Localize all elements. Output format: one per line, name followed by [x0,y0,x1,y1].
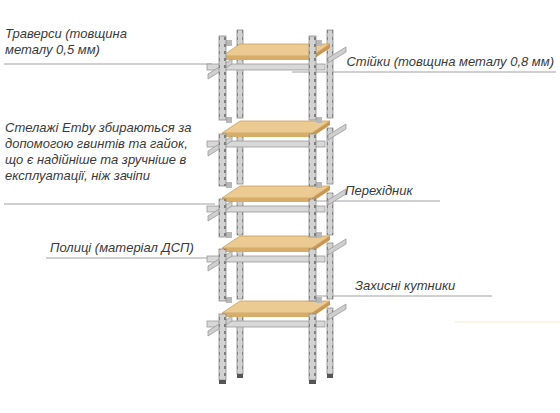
callout-label: Траверси (товщина металу 0,5 мм) [5,26,170,58]
front-posts [219,36,316,380]
label-text: Захисні кутники [355,278,505,294]
callout-label: Захисні кутники [355,278,505,294]
label-text: Траверси (товщина металу 0,5 мм) [5,26,170,58]
label-text: Перехідник [345,183,465,199]
callout-label: Стійки (товщина металу 0,8 мм) [339,54,554,70]
callout-label: Стелажі Emby збираються за допомогою гви… [5,120,205,184]
leader-lines [4,64,556,296]
label-text: Стійки (товщина металу 0,8 мм) [339,54,554,70]
callout-label: Полиці (матеріал ДСП) [50,240,220,256]
label-text: Стелажі Emby збираються за допомогою гви… [5,120,205,184]
feet [219,374,333,384]
callout-label: Перехідник [345,183,465,199]
label-text: Полиці (матеріал ДСП) [50,240,220,256]
